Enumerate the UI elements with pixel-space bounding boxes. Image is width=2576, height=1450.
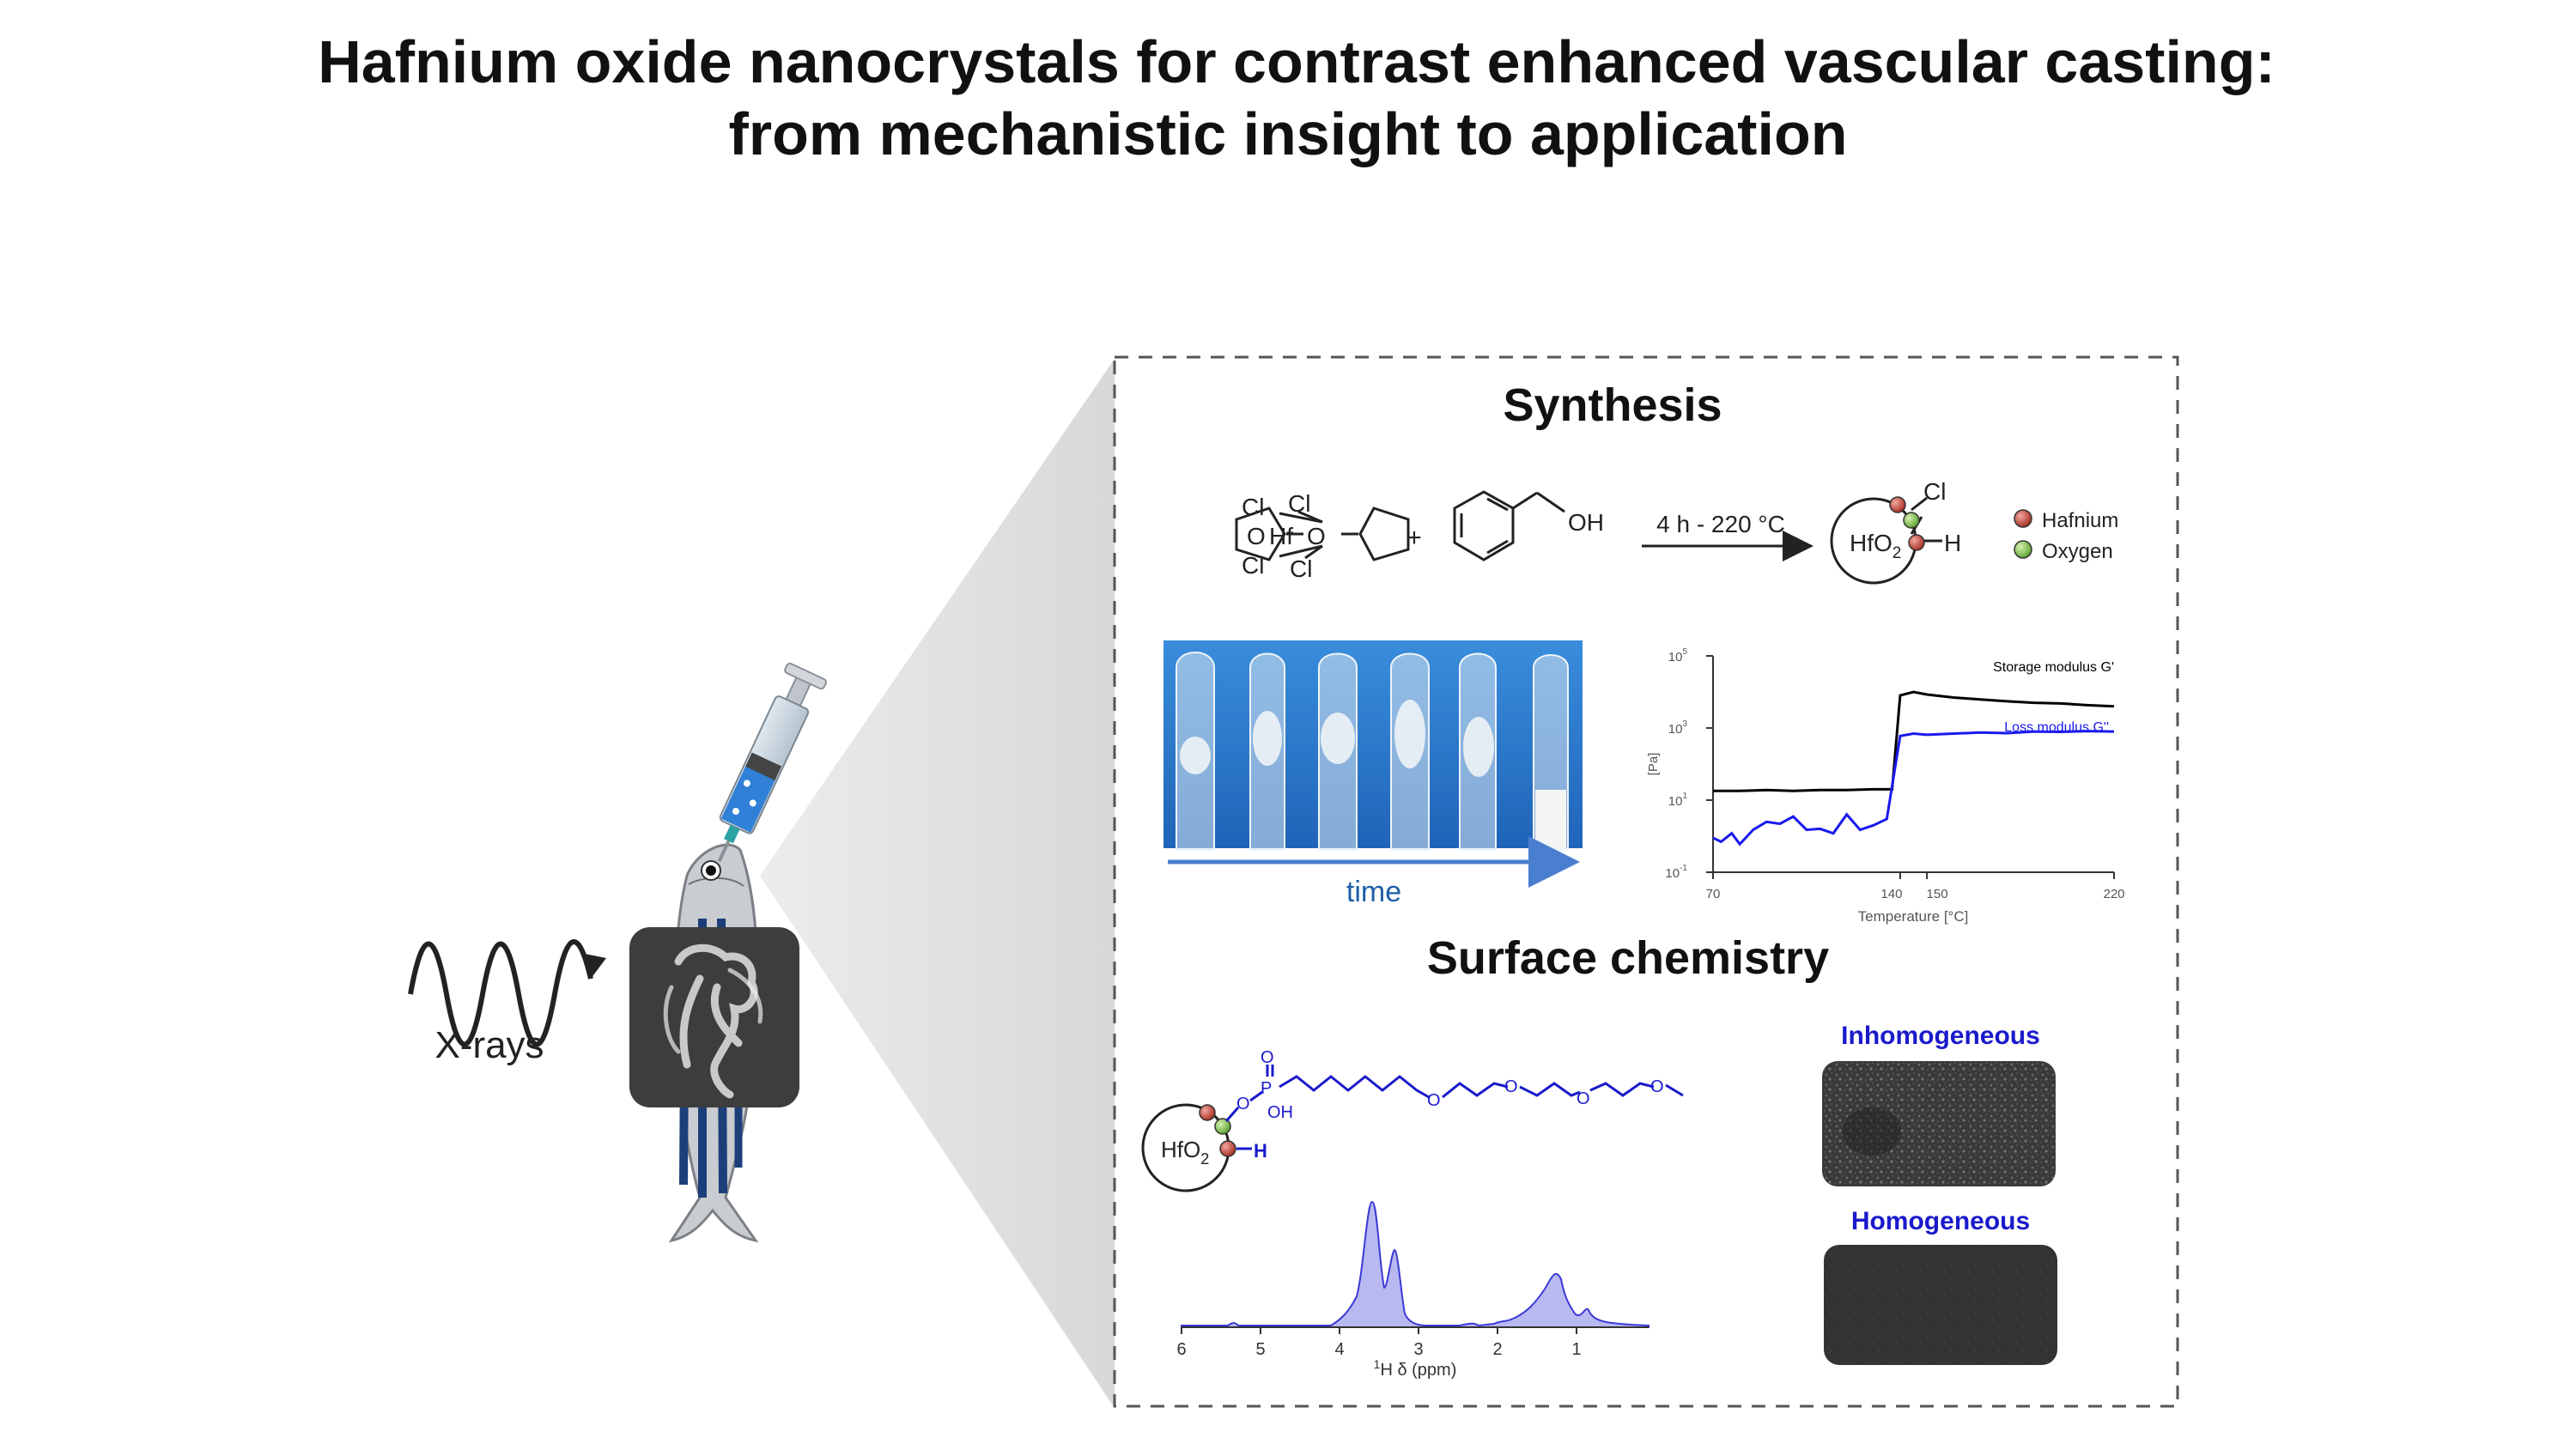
benzyl-alcohol-structure — [1453, 490, 1565, 561]
hfo2-ligand-particle — [1141, 1103, 1252, 1192]
ligand-ether-o-3: O — [1577, 1089, 1590, 1108]
storage-modulus-line — [1713, 690, 2115, 792]
legend-oxygen-swatch — [2014, 540, 2032, 559]
legend-oxygen-label: Oxygen — [2042, 540, 2113, 563]
nmr-tick-label: 4 — [1334, 1340, 1344, 1359]
ligand-ether-o-4: O — [1650, 1077, 1664, 1096]
product-h: H — [1944, 530, 1961, 556]
nmr-spectrum: 6 5 4 3 2 1 1H δ (ppm) — [1176, 1200, 1649, 1380]
complex-cl-top-left: Cl — [1242, 494, 1264, 520]
xray-label: X-rays — [434, 1024, 544, 1066]
legend-hafnium-swatch — [2014, 509, 2032, 528]
hfo2-product-particle — [1830, 496, 1942, 585]
chart-y-label: [Pa] — [1646, 753, 1661, 776]
y-tick-label: 105 — [1668, 647, 1688, 664]
chart-x-label: Temperature [°C] — [1858, 908, 1969, 925]
x-tick-label: 150 — [1927, 887, 1948, 901]
inhomogeneous-label: Inhomogeneous — [1841, 1022, 2040, 1050]
nmr-tick-label: 5 — [1255, 1340, 1265, 1359]
complex-o-left: O — [1247, 523, 1266, 549]
ligand-p: P — [1261, 1079, 1272, 1098]
nmr-axis-label: 1H δ (ppm) — [1374, 1357, 1457, 1380]
loss-modulus-line — [1712, 730, 2115, 846]
reaction-plus: + — [1406, 524, 1422, 552]
hafnium-chloride-thf-complex — [1235, 507, 1410, 561]
element-legend: Hafnium Oxygen — [2014, 509, 2118, 563]
complex-cl-bottom-right: Cl — [1290, 555, 1312, 582]
ligand-o-link: O — [1236, 1095, 1250, 1113]
ligand-o-top: O — [1261, 1048, 1274, 1067]
title-line-2: from mechanistic insight to application — [729, 100, 1848, 167]
legend-hafnium-label: Hafnium — [2042, 509, 2118, 532]
product-cl: Cl — [1923, 478, 1946, 505]
y-tick-label: 101 — [1668, 792, 1688, 809]
ligand-core-h: H — [1254, 1140, 1267, 1162]
title-line-1: Hafnium oxide nanocrystals for contrast … — [318, 28, 2275, 95]
xray-wave-icon — [408, 939, 606, 1047]
nmr-tick-label: 6 — [1176, 1340, 1186, 1359]
ligand-ether-o-2: O — [1504, 1077, 1518, 1096]
y-tick-label: 10-1 — [1665, 864, 1687, 881]
vascular-cast-xray-image — [629, 927, 799, 1107]
y-tick-label: 103 — [1668, 719, 1688, 737]
complex-hf: Hf — [1269, 523, 1293, 549]
series-label-loss: Loss modulus G'' — [2004, 720, 2109, 735]
complex-o-right: O — [1307, 523, 1326, 549]
ligand-ether-o-1: O — [1427, 1091, 1441, 1110]
product-core-label: HfO2 — [1850, 530, 1901, 562]
nmr-tick-label: 2 — [1492, 1340, 1502, 1359]
gel-tubes-photo — [1163, 640, 1583, 851]
complex-cl-top-right: Cl — [1288, 490, 1310, 517]
zoom-beam — [760, 359, 1115, 1408]
benzyl-alcohol-oh: OH — [1568, 509, 1604, 536]
ligand-core-label: HfO2 — [1161, 1137, 1209, 1168]
reaction-condition: 4 h - 220 °C — [1656, 511, 1785, 537]
x-tick-label: 70 — [1706, 887, 1721, 901]
nmr-tick-label: 3 — [1413, 1340, 1423, 1359]
complex-cl-bottom-left: Cl — [1242, 552, 1264, 579]
detail-panel — [1113, 355, 2179, 1408]
nmr-tick-label: 1 — [1571, 1340, 1581, 1359]
homogeneous-image — [1824, 1245, 2057, 1365]
x-tick-label: 140 — [1880, 887, 1902, 901]
x-tick-label: 220 — [2103, 887, 2124, 901]
series-label-storage: Storage modulus G' — [1993, 660, 2114, 675]
phosphonate-peg-ligand — [1224, 1065, 1684, 1122]
synthesis-heading: Synthesis — [1503, 379, 1722, 431]
syringe-icon — [717, 662, 827, 863]
nmr-trace — [1181, 1200, 1649, 1328]
surface-chemistry-heading: Surface chemistry — [1427, 932, 1829, 984]
homogeneous-label: Homogeneous — [1851, 1207, 2030, 1235]
inhomogeneous-image — [1822, 1061, 2056, 1186]
ligand-oh: OH — [1267, 1103, 1293, 1122]
rheology-chart: [Pa] Temperature [°C] 105 103 101 10-1 70 14… — [1646, 647, 2125, 925]
time-label: time — [1346, 876, 1401, 908]
